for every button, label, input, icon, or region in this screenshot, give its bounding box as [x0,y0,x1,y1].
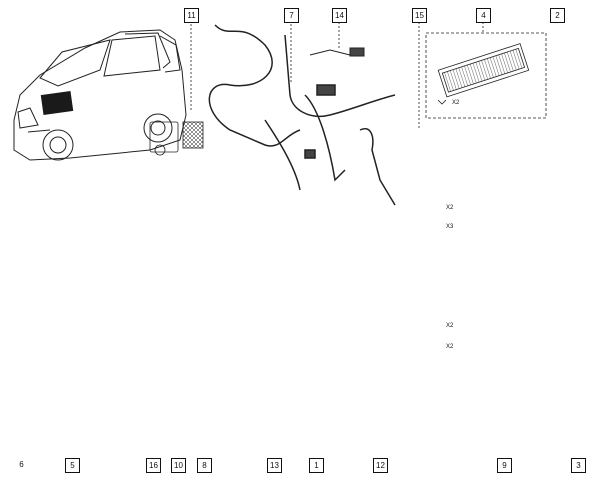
callout-4: 4 [476,8,491,23]
hvac-location-mark [40,91,74,115]
callout-12: 12 [373,458,388,473]
callout-3: 3 [571,458,586,473]
callout-10: 10 [171,458,186,473]
part-14-sensor [309,22,365,57]
callout-14: 14 [332,8,347,23]
part-11-sensor-group [149,20,204,156]
qty-label: X2 [446,205,454,211]
callout-1: 1 [309,458,324,473]
callout-2: 2 [550,8,565,23]
callout-9: 9 [497,458,512,473]
callout-13: 13 [267,458,282,473]
qty-label: X2 [452,100,460,106]
vehicle-illustration [13,29,187,161]
callout-16: 16 [146,458,161,473]
callout-8: 8 [197,458,212,473]
callout-11: 11 [184,8,199,23]
qty-label: X2 [446,323,454,329]
callout-15: 15 [412,8,427,23]
callout-7: 7 [284,8,299,23]
part-15-probe [359,22,420,206]
callout-5: 5 [65,458,80,473]
qty-label: X2 [446,344,454,350]
callout-6: 6 [19,460,24,469]
part-4-heater-core [425,22,547,119]
qty-label: X3 [446,224,454,230]
part-7-wiring-harness [208,20,396,191]
